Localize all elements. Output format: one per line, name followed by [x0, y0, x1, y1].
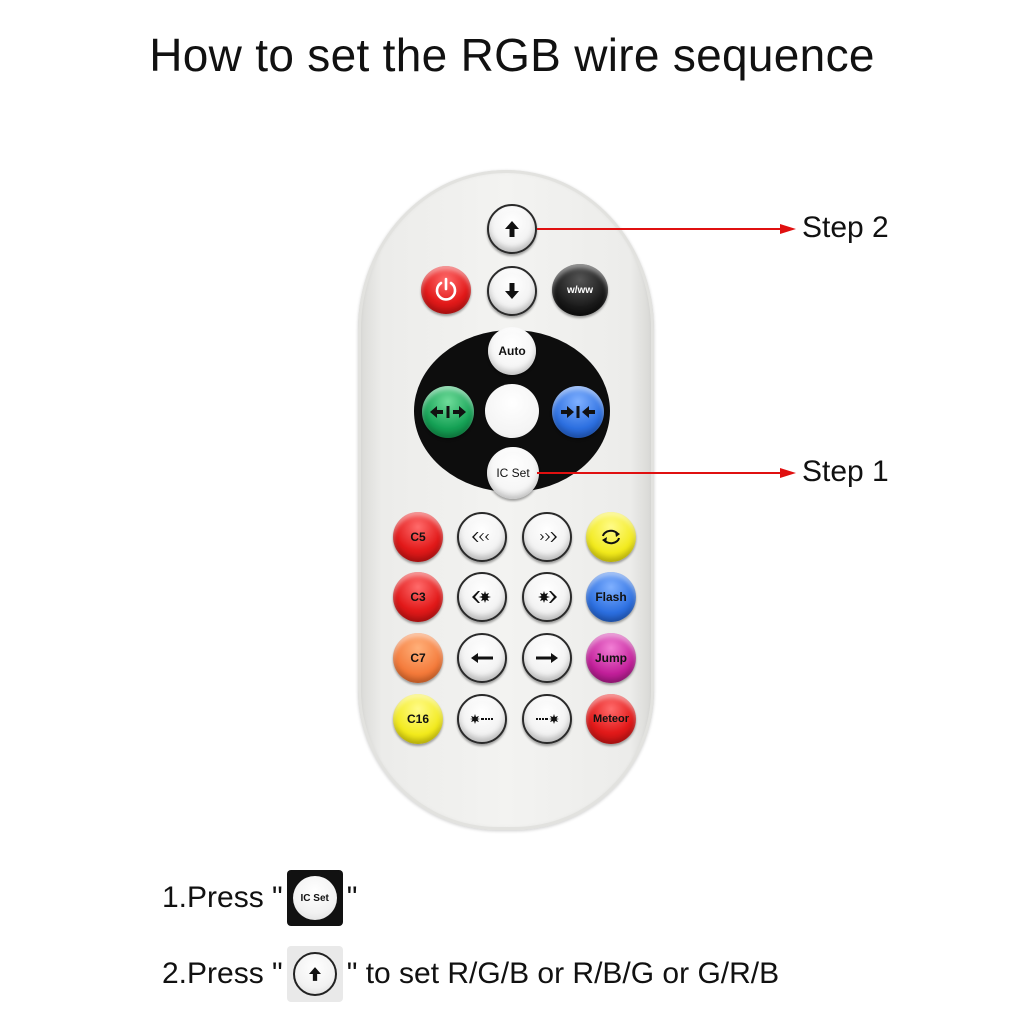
triple-chevron-right-icon: [540, 532, 557, 542]
auto-button[interactable]: Auto: [488, 327, 536, 375]
w-ww-button[interactable]: w/ww: [552, 264, 608, 316]
c3-button[interactable]: C3: [393, 572, 443, 622]
down-arrow-icon: [505, 283, 519, 299]
up-mini-button: [292, 952, 337, 996]
step2-label: Step 2: [802, 211, 889, 244]
cycle-icon: [602, 529, 620, 545]
rewind-button[interactable]: [457, 512, 507, 562]
instruction-line-2: 2.Press " " to set R/G/B or R/B/G or G/R…: [162, 946, 779, 1002]
left-arrow-icon: [471, 653, 493, 663]
step1-arrow-line: [537, 472, 780, 474]
expand-button[interactable]: [422, 386, 474, 438]
burst-right-button[interactable]: [522, 572, 572, 622]
up-arrow-icon: [505, 221, 519, 237]
jump-button[interactable]: Jump: [586, 633, 636, 683]
instruction-2-prefix: 2.Press ": [162, 957, 283, 990]
power-button[interactable]: [421, 266, 471, 314]
ic-set-thumbnail: IC Set: [286, 870, 343, 926]
up-button[interactable]: [487, 204, 537, 254]
instruction-1-prefix: 1.Press ": [162, 881, 283, 914]
step1-label: Step 1: [802, 455, 889, 488]
center-button[interactable]: [485, 384, 539, 438]
up-arrow-icon: [308, 967, 321, 981]
left-button[interactable]: [457, 633, 507, 683]
burst-right-icon: [538, 591, 557, 603]
step2-arrow-line: [537, 228, 780, 230]
c16-button[interactable]: C16: [393, 694, 443, 744]
dots-right-icon: [536, 714, 559, 724]
instruction-line-1: 1.Press " IC Set ": [162, 870, 357, 926]
instruction-2-suffix: " to set R/G/B or R/B/G or G/R/B: [346, 957, 780, 990]
dots-left-button[interactable]: [457, 694, 507, 744]
dots-right-button[interactable]: [522, 694, 572, 744]
ic-set-mini-button: IC Set: [292, 876, 337, 920]
expand-arrows-icon: [430, 406, 466, 418]
flash-button[interactable]: Flash: [586, 572, 636, 622]
c5-button[interactable]: C5: [393, 512, 443, 562]
down-button[interactable]: [487, 266, 537, 316]
contract-arrows-icon: [561, 406, 595, 418]
c7-button[interactable]: C7: [393, 633, 443, 683]
up-button-thumbnail: [286, 946, 343, 1002]
power-icon: [435, 277, 457, 301]
right-arrow-icon: [536, 653, 558, 663]
step2-arrow-head: [780, 224, 796, 234]
burst-left-button[interactable]: [457, 572, 507, 622]
ic-set-button[interactable]: IC Set: [487, 447, 539, 499]
meteor-button[interactable]: Meteor: [586, 694, 636, 744]
dots-left-icon: [470, 714, 493, 724]
contract-button[interactable]: [552, 386, 604, 438]
cycle-button[interactable]: [586, 512, 636, 562]
right-button[interactable]: [522, 633, 572, 683]
page-title: How to set the RGB wire sequence: [149, 29, 875, 81]
step1-arrow-head: [780, 468, 796, 478]
forward-button[interactable]: [522, 512, 572, 562]
triple-chevron-left-icon: [472, 532, 489, 542]
burst-left-icon: [472, 591, 491, 603]
instruction-1-suffix: ": [346, 881, 358, 914]
